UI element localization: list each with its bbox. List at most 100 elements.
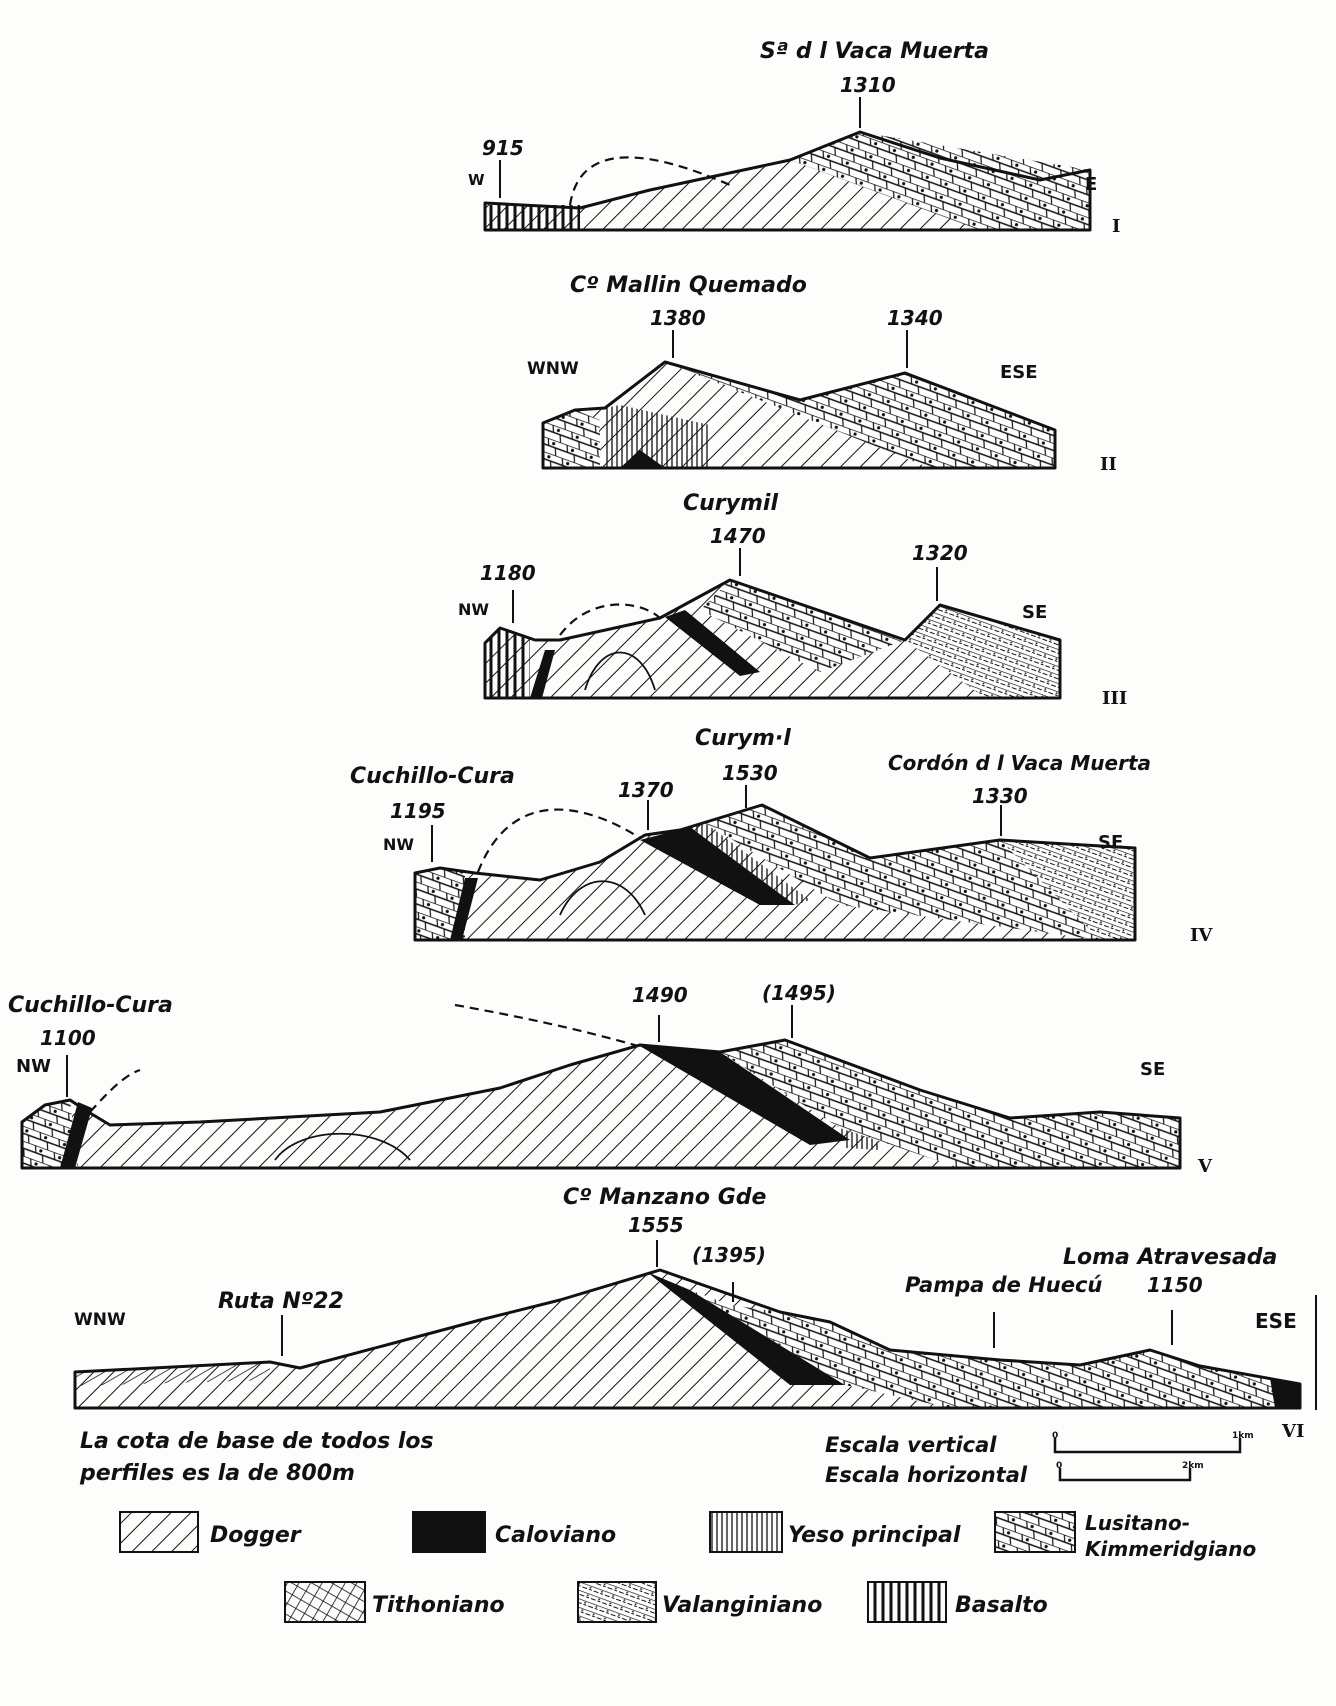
base-note: La cota de base de todos los perfiles es… [79, 1429, 434, 1486]
profile-3-dir-right: SE [1022, 602, 1047, 623]
profile-5-basalt-dyke [60, 1102, 92, 1168]
profile-2-basalt [543, 410, 600, 468]
profile-4: Cuchillo-Cura Curym·l Cordón d l Vaca Mu… [350, 726, 1213, 946]
profile-4-elev-1195: 1195 [390, 799, 446, 823]
profile-5-outline [20, 1038, 1182, 1170]
profile-6-label-ruta: Ruta Nº22 [218, 1289, 344, 1314]
profile-6-valanginiano [1270, 1378, 1300, 1408]
profile-5-basalt [22, 1100, 78, 1168]
scale-bars: Escala vertical Escala horizontal 0 1km … [825, 1431, 1254, 1487]
profile-5-elev-1495: (1495) [762, 981, 836, 1005]
profile-2-outline [541, 360, 1057, 470]
scale-vertical-bar [1053, 1438, 1242, 1454]
profile-5-elev-1490: 1490 [632, 983, 688, 1007]
profile-4-elev-1530: 1530 [722, 761, 778, 785]
profile-6-elev-1150: 1150 [1147, 1273, 1203, 1297]
profile-6-elev-1555: 1555 [628, 1213, 684, 1237]
profile-4-tithoniano [705, 805, 1135, 940]
legend-swatch-yeso [709, 1511, 783, 1553]
profile-4-fold-core [559, 880, 646, 916]
profile-4-anticline [476, 808, 641, 873]
profile-3-anticline [559, 603, 661, 636]
profile-5-anticline-right [454, 1003, 639, 1048]
scale-h-end: 2km [1182, 1461, 1204, 1471]
profile-2-elev-1340: 1340 [887, 306, 943, 330]
profile-5-label-cuchillo: Cuchillo-Cura [8, 993, 173, 1018]
profile-3-valanginiano [905, 605, 1060, 698]
profile-2-title: Cº Mallin Quemado [570, 273, 807, 298]
profile-3-elev-1320: 1320 [912, 541, 968, 565]
profile-4-elev-1330: 1330 [972, 784, 1028, 808]
profile-3-basalt-dyke [530, 650, 555, 698]
profile-1-basalt [485, 205, 580, 230]
profile-3-elev-1180: 1180 [480, 561, 536, 585]
profile-2-upper [665, 362, 1055, 468]
profile-6-dir-left: WNW [74, 1310, 126, 1330]
scale-horizontal-label: Escala horizontal [825, 1463, 1028, 1487]
legend-label-caloviano: Caloviano [495, 1523, 616, 1548]
profile-6-dir-right: ESE [1255, 1309, 1297, 1333]
profile-1-tithoniano [790, 132, 1090, 230]
profile-6: Cº Manzano Gde 1555 (1395) Ruta Nº22 Pam… [73, 1185, 1317, 1442]
profile-2: Cº Mallin Quemado 1380 1340 WNW ESE II [527, 273, 1117, 475]
profile-6-label-loma: Loma Atravesada [1063, 1245, 1277, 1270]
profile-4-label-cuchillo: Cuchillo-Cura [350, 764, 515, 789]
profile-2-dir-left: WNW [527, 359, 579, 379]
legend-label-valanginiano: Valanginiano [662, 1593, 822, 1618]
legend-swatch-dogger [119, 1511, 199, 1553]
profile-5-caloviano [638, 1045, 850, 1145]
profile-4-basalt [415, 868, 465, 940]
profile-1-elev-915: 915 [482, 136, 524, 160]
profile-5-anticline-left [89, 1068, 141, 1113]
profile-3-numeral: III [1102, 688, 1127, 709]
profile-4-valanginiano [1000, 840, 1135, 940]
profile-6-tithoniano [690, 1290, 1300, 1408]
profile-5-dir-right: SE [1140, 1059, 1165, 1080]
profile-2-numeral: II [1100, 454, 1117, 475]
profile-4-yeso [690, 823, 810, 905]
legend-swatch-tithoniano [284, 1581, 366, 1623]
profile-3-caloviano [665, 610, 760, 676]
profile-5-fold-core [274, 1132, 411, 1161]
profile-1: Sª d l Vaca Muerta 1310 915 W E I [468, 39, 1120, 237]
legend-label-yeso: Yeso principal [788, 1523, 961, 1548]
profile-6-numeral: VI [1281, 1421, 1304, 1442]
profile-4-label-cordon: Cordón d l Vaca Muerta [888, 751, 1151, 775]
profile-5-yeso [840, 1128, 880, 1150]
legend-swatch-valanginiano [577, 1581, 657, 1623]
scale-h-start: 0 [1056, 1461, 1062, 1471]
legend-swatch-basalto [867, 1581, 947, 1623]
profile-2-caloviano [620, 450, 665, 468]
profile-5-numeral: V [1197, 1156, 1213, 1177]
legend: Dogger Caloviano Yeso principal Lusitano… [119, 1511, 1257, 1623]
scale-horizontal-bar [1058, 1468, 1192, 1482]
profile-3: Curymil 1180 1470 1320 NW SE III [458, 491, 1127, 709]
base-note-line-1: La cota de base de todos los [80, 1429, 434, 1454]
legend-label-lusitano-2: Kimmeridgiano [1085, 1537, 1257, 1561]
profile-5: Cuchillo-Cura 1100 1490 (1495) NW SE V [8, 981, 1213, 1177]
profile-6-outline [73, 1268, 1302, 1410]
profile-2-dir-right: ESE [1000, 362, 1038, 383]
legend-label-lusitano-1: Lusitano- [1085, 1511, 1190, 1535]
profile-6-label-manzano: Cº Manzano Gde [563, 1185, 767, 1210]
profile-3-fold-core [584, 651, 656, 691]
profile-3-title: Curymil [683, 491, 778, 516]
profile-1-outline [483, 130, 1092, 232]
scale-vertical-label: Escala vertical [825, 1433, 997, 1457]
profile-6-base-layer [75, 1362, 270, 1386]
profile-4-elev-1370: 1370 [618, 778, 674, 802]
profile-3-elev-1470: 1470 [710, 524, 766, 548]
profile-6-label-pampa: Pampa de Huecú [905, 1273, 1102, 1297]
profile-6-caloviano [647, 1272, 845, 1385]
legend-swatch-caloviano [412, 1511, 486, 1553]
profile-4-label-curymil: Curym·l [695, 726, 791, 751]
profile-5-elev-1100: 1100 [40, 1026, 96, 1050]
profile-4-dir-right: SE [1098, 832, 1123, 853]
profile-5-dir-left: NW [16, 1056, 51, 1077]
profile-3-tithoniano [700, 580, 905, 672]
profile-1-dir-left: W [468, 171, 485, 189]
legend-label-dogger: Dogger [210, 1523, 302, 1548]
profile-4-dir-left: NW [383, 835, 414, 854]
